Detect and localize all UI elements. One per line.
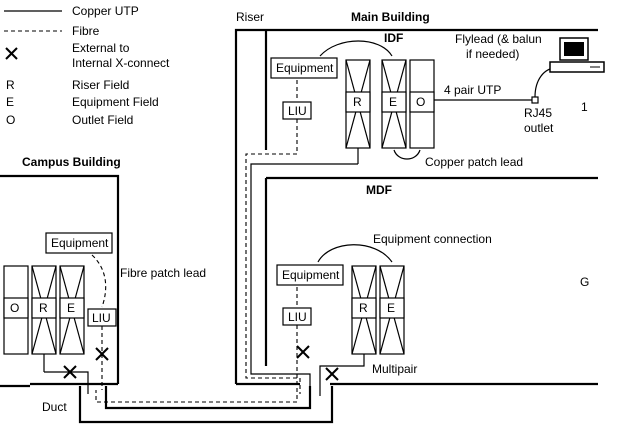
- campus-field-r-label: R: [39, 301, 48, 315]
- legend-r-label: Riser Field: [72, 78, 129, 92]
- idf-equipment-jumper: [319, 40, 393, 57]
- legend-o-symbol: O: [6, 113, 15, 127]
- legend-o-label: Outlet Field: [72, 113, 133, 127]
- idf-patch-panels: R E O: [345, 59, 435, 149]
- idf-field-e-label: E: [389, 95, 397, 109]
- label-floor-1: 1: [581, 100, 588, 114]
- idf-equipment-label: Equipment: [276, 61, 334, 75]
- riser-copper-cable: [250, 163, 358, 390]
- idf-copper-patch-lead: [393, 149, 421, 160]
- label-campus-building: Campus Building: [22, 155, 121, 169]
- mdf-field-r-label: R: [359, 301, 368, 315]
- campus-building-wall: [0, 174, 120, 384]
- idf-equipment-box: [270, 57, 338, 79]
- campus-field-o-label: O: [10, 301, 19, 315]
- campus-equipment-box: [45, 232, 113, 254]
- duct-wall-outer: [78, 386, 334, 424]
- label-copper-patch-lead: Copper patch lead: [425, 155, 523, 169]
- label-flylead-1: Flylead (& balun: [455, 32, 542, 46]
- label-equipment-connection: Equipment connection: [373, 232, 492, 246]
- mdf-patch-panels: R E: [351, 265, 405, 355]
- label-multipair: Multipair: [372, 362, 417, 376]
- mdf-xconnect-icon: [296, 345, 310, 359]
- legend-xconnect-icon: [5, 47, 18, 60]
- riser-fibre-cable: [245, 119, 301, 394]
- label-floor-g: G: [580, 275, 589, 289]
- legend-fibre-label: Fibre: [72, 24, 100, 38]
- campus-copper-xconnect-icon: [63, 365, 77, 379]
- idf-field-o-label: O: [416, 95, 425, 109]
- campus-field-e-label: E: [67, 301, 75, 315]
- campus-liu-xconnect-icon: [95, 347, 109, 361]
- mdf-equipment-connection: [317, 244, 393, 263]
- rj45-outlet-icon: [531, 96, 539, 104]
- label-duct: Duct: [42, 400, 67, 414]
- campus-fibre-patch-lead: [91, 254, 107, 308]
- multipair-xconnect-icon: [325, 367, 339, 381]
- campus-equipment-label: Equipment: [51, 236, 109, 250]
- legend-xconnect-label-1: External to: [72, 41, 130, 55]
- label-main-building: Main Building: [351, 10, 430, 24]
- mdf-liu-label: LIU: [288, 310, 307, 324]
- campus-patch-panels: O R E: [3, 265, 85, 355]
- legend-e-symbol: E: [6, 95, 14, 109]
- label-fibre-patch-lead: Fibre patch lead: [120, 266, 206, 280]
- label-idf: IDF: [384, 31, 403, 45]
- main-building-wall-outer: [234, 28, 598, 384]
- duct-wall-inner: [104, 386, 312, 410]
- label-rj45-2: outlet: [524, 121, 554, 135]
- legend-e-label: Equipment Field: [72, 95, 159, 109]
- legend-xconnect-label-2: Internal X-connect: [72, 56, 170, 70]
- idf-liu-label: LIU: [288, 104, 307, 118]
- legend-copper-label: Copper UTP: [72, 4, 139, 18]
- campus-fibre-cable: [95, 325, 298, 403]
- label-rj45-1: RJ45: [524, 106, 552, 120]
- label-mdf: MDF: [366, 183, 392, 197]
- label-riser: Riser: [236, 10, 264, 24]
- mdf-field-e-label: E: [387, 301, 395, 315]
- mdf-multipair-cable: [319, 354, 365, 396]
- legend: Copper UTP Fibre External to Internal X-…: [4, 4, 170, 127]
- mdf-equipment-box: [276, 264, 344, 286]
- computer-icon: [549, 37, 605, 73]
- legend-r-symbol: R: [6, 78, 15, 92]
- campus-copper-link: [44, 371, 89, 394]
- label-flylead-2: if needed): [466, 47, 519, 61]
- mdf-equipment-label: Equipment: [282, 268, 340, 282]
- label-4pair-utp: 4 pair UTP: [444, 83, 501, 97]
- campus-liu-label: LIU: [92, 311, 111, 325]
- idf-field-r-label: R: [353, 95, 362, 109]
